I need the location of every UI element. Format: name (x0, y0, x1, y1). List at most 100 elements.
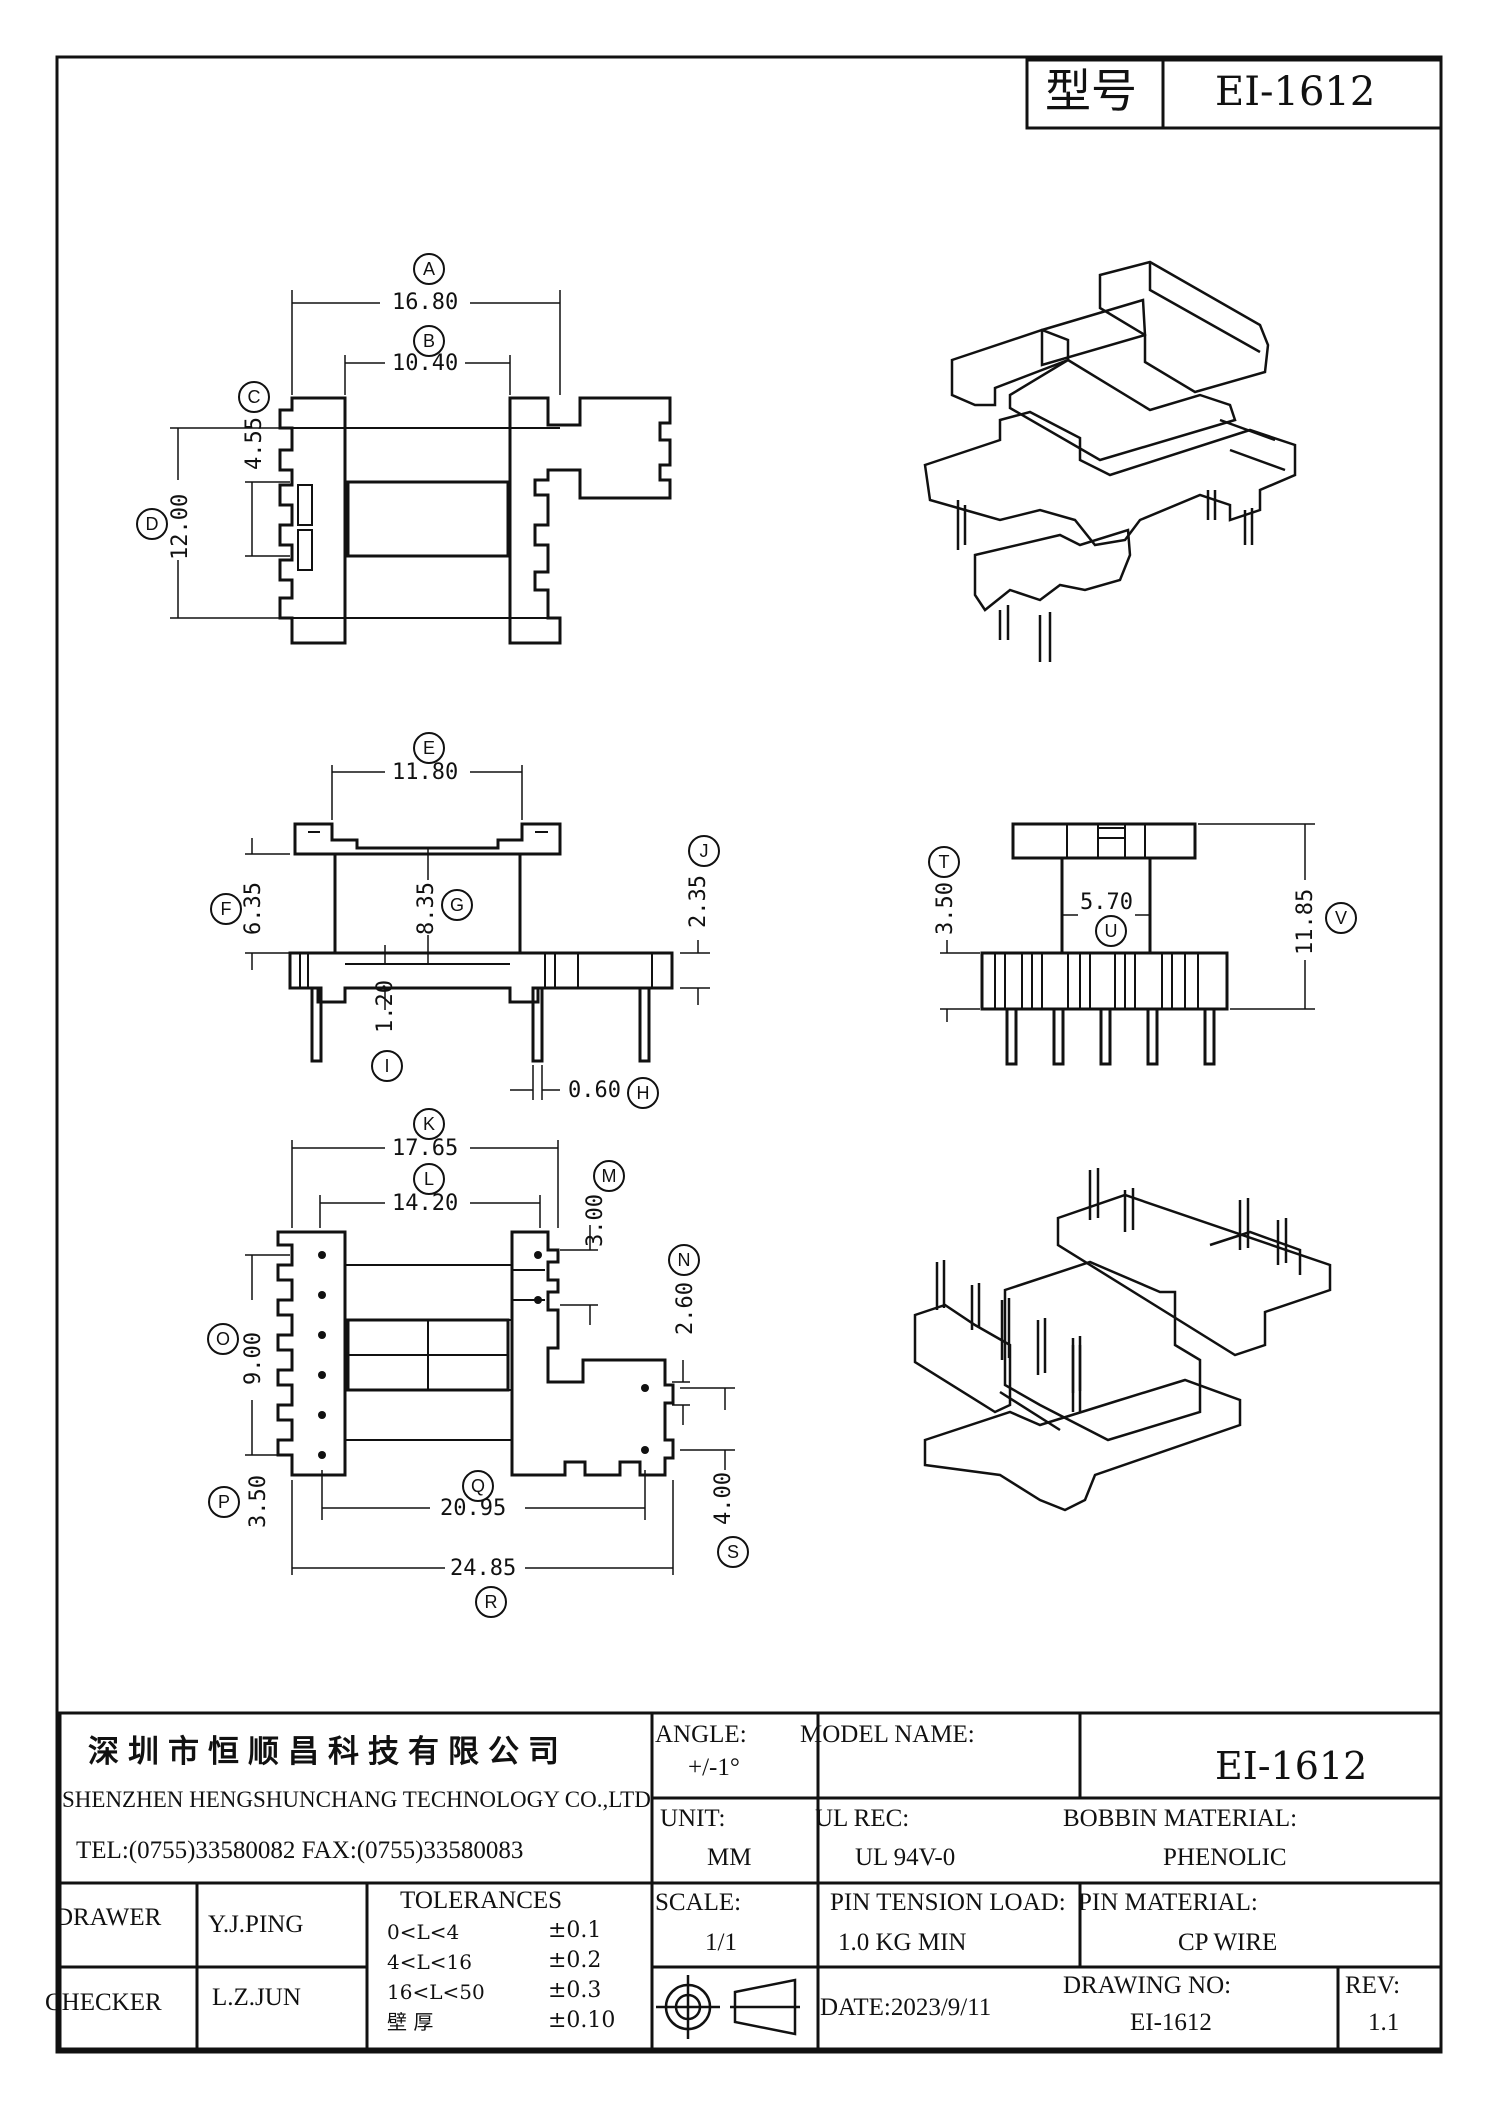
company-name-cn: 深圳市恒顺昌科技有限公司 (88, 1734, 568, 1770)
drawing-no-value: EI-1612 (1130, 2009, 1212, 2036)
dim-label-s: S (717, 1536, 749, 1568)
dim-label-o: O (207, 1323, 239, 1355)
company-contact: TEL:(0755)33580082 FAX:(0755)33580083 (76, 1837, 524, 1864)
bobbin-material-value: PHENOLIC (1163, 1844, 1287, 1871)
rev-value: 1.1 (1368, 2009, 1400, 2036)
dim-value-c: 4.55 (242, 417, 267, 470)
dim-label-c: C (238, 381, 270, 413)
dim-label-j: J (688, 835, 720, 867)
front-view (288, 822, 674, 1063)
dim-value-n: 2.60 (673, 1282, 698, 1335)
header-box (1025, 58, 1443, 130)
dim-label-d: D (136, 508, 168, 540)
dim-label-g: G (441, 889, 473, 921)
tolerance-value-3: ±0.3 (548, 1978, 602, 2003)
projection-symbol (656, 1975, 800, 2039)
dim-label-k: K (413, 1108, 445, 1140)
dim-label-p: P (208, 1486, 240, 1518)
dim-value-u: 5.70 (1080, 890, 1133, 915)
model-value: EI-1612 (1215, 69, 1376, 115)
side-view-ribs (994, 953, 1199, 1009)
dim-value-t: 3.50 (933, 882, 958, 935)
ul-rec-label: UL REC: (815, 1805, 910, 1832)
company-name-en: SHENZHEN HENGSHUNCHANG TECHNOLOGY CO.,LT… (62, 1787, 651, 1812)
dim-value-v: 11.85 (1293, 888, 1318, 955)
ul-rec-value: UL 94V-0 (855, 1844, 956, 1871)
tolerance-value-4: ±0.10 (548, 2008, 616, 2033)
sheet-border (55, 55, 1443, 2054)
dim-label-h: H (627, 1077, 659, 1109)
checker-value: L.Z.JUN (212, 1984, 301, 2011)
dim-label-t: T (928, 846, 960, 878)
dim-label-a: A (413, 253, 445, 285)
bottom-view-pins (318, 1251, 649, 1459)
dim-label-v: V (1325, 902, 1357, 934)
top-view (278, 396, 672, 645)
dim-value-s: 4.00 (711, 1472, 736, 1525)
tolerance-value-1: ±0.1 (548, 1918, 602, 1943)
date-label: DATE:2023/9/11 (820, 1994, 992, 2021)
dim-value-q: 20.95 (440, 1496, 507, 1521)
tolerances-label: TOLERANCES (400, 1887, 563, 1914)
dim-label-b: B (413, 325, 445, 357)
pin-tension-value: 1.0 KG MIN (838, 1929, 967, 1956)
dim-value-l: 14.20 (392, 1191, 459, 1216)
dim-value-b: 10.40 (392, 351, 459, 376)
pin-material-value: CP WIRE (1178, 1929, 1278, 1956)
drawer-value: Y.J.PING (208, 1911, 304, 1938)
dim-value-k: 17.65 (392, 1136, 459, 1161)
dim-value-g: 8.35 (414, 882, 439, 935)
dim-value-d: 12.00 (168, 493, 193, 560)
dim-label-m: M (593, 1160, 625, 1192)
dim-value-f: 6.35 (241, 882, 266, 935)
drawer-label: DRAWER (55, 1904, 162, 1931)
bottom-view (276, 1230, 675, 1477)
isometric-view-bottom (913, 1168, 1332, 1512)
dim-value-o: 9.00 (241, 1332, 266, 1385)
side-view-dim-lines (940, 823, 1315, 1022)
dim-label-l: L (413, 1163, 445, 1195)
drawing-no-label: DRAWING NO: (1063, 1972, 1232, 1999)
dim-label-n: N (668, 1244, 700, 1276)
dim-value-r: 24.85 (450, 1556, 517, 1581)
isometric-view-top (923, 260, 1297, 662)
top-view-dim-lines (170, 290, 561, 619)
tolerance-value-2: ±0.2 (548, 1948, 602, 1973)
unit-value: MM (707, 1844, 752, 1871)
dim-label-r: R (475, 1586, 507, 1618)
side-view (980, 822, 1229, 1066)
dim-label-f: F (210, 893, 242, 925)
tolerance-range-3: 16<L<50 (387, 1980, 485, 2004)
angle-label: ANGLE: (655, 1721, 747, 1748)
bottom-view-dim-lines (245, 1140, 735, 1575)
dim-value-m: 3.00 (583, 1194, 608, 1247)
unit-label: UNIT: (660, 1805, 726, 1832)
tolerance-range-2: 4<L<16 (387, 1950, 472, 1974)
tolerance-range-4: 壁 厚 (387, 2010, 434, 2034)
dim-value-p: 3.50 (246, 1475, 271, 1528)
dim-value-h: 0.60 (568, 1078, 621, 1103)
angle-value: +/-1° (688, 1754, 740, 1781)
tolerance-range-1: 0<L<4 (387, 1920, 460, 1944)
bobbin-material-label: BOBBIN MATERIAL: (1063, 1805, 1298, 1832)
model-label: 型号 (1045, 64, 1137, 118)
rev-label: REV: (1345, 1972, 1401, 1999)
dim-value-j: 2.35 (686, 875, 711, 928)
model-name-value: EI-1612 (1215, 1744, 1368, 1788)
dim-label-u: U (1095, 915, 1127, 947)
dim-label-q: Q (462, 1470, 494, 1502)
front-view-dim-lines (245, 765, 710, 1100)
pin-material-label: PIN MATERIAL: (1078, 1889, 1258, 1916)
scale-label: SCALE: (655, 1889, 742, 1916)
dim-label-i: I (371, 1050, 403, 1082)
title-block-grid (58, 1711, 1443, 2051)
checker-label: CHECKER (45, 1989, 162, 2016)
pin-tension-label: PIN TENSION LOAD: (830, 1889, 1066, 1916)
dim-label-e: E (413, 732, 445, 764)
scale-value: 1/1 (705, 1929, 737, 1956)
dim-value-i: 1.20 (373, 980, 398, 1033)
model-name-label: MODEL NAME: (800, 1721, 975, 1748)
dim-value-a: 16.80 (392, 290, 459, 315)
dim-value-e: 11.80 (392, 760, 459, 785)
